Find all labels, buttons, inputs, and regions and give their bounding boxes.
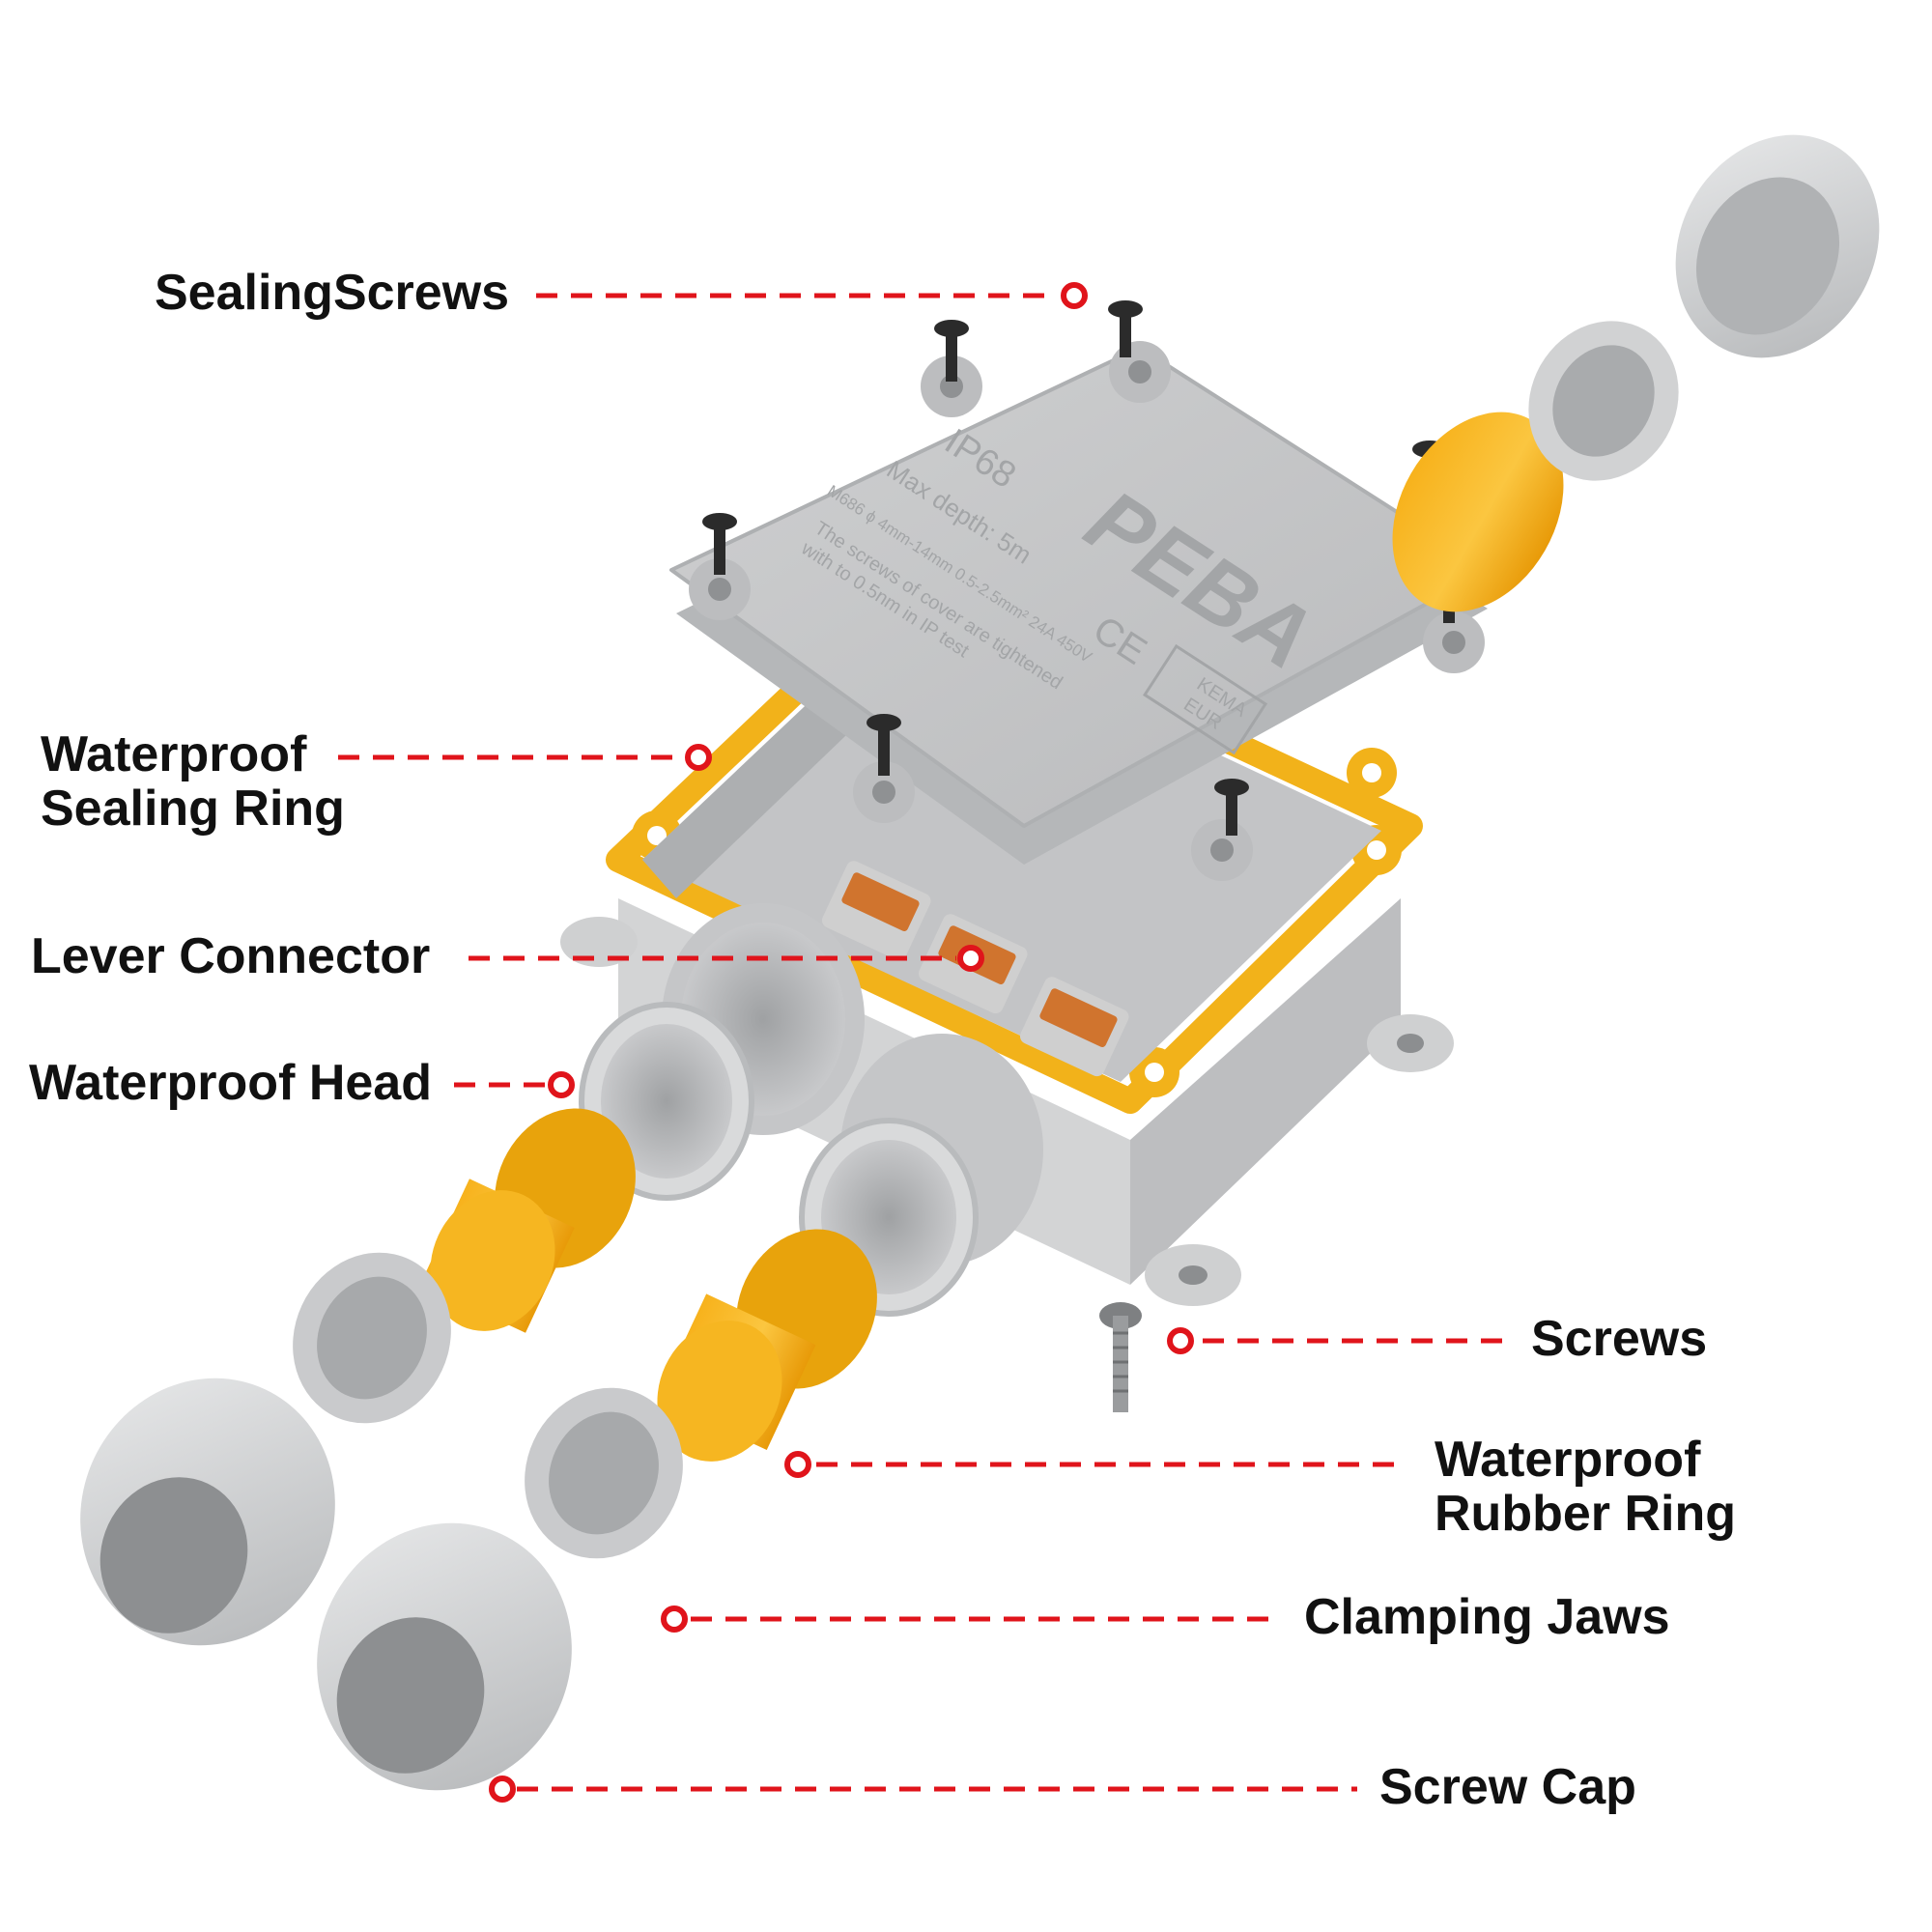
label-screws: Screws — [1531, 1311, 1708, 1367]
label-clamping-jaws: Clamping Jaws — [1304, 1589, 1670, 1645]
lid: PEBA IP68 Max depth: 5m M686 ϕ 4mm-14mm … — [669, 341, 1490, 881]
gland-left — [80, 1108, 636, 1646]
marker-sealing-ring — [685, 744, 712, 771]
marker-clamping-jaws — [661, 1605, 688, 1633]
marker-sealing-screws — [1061, 282, 1088, 309]
marker-screw-cap — [489, 1776, 516, 1803]
gland-top-right — [1392, 134, 1880, 612]
label-sealing-ring: Waterproof Sealing Ring — [41, 726, 345, 837]
marker-rubber-ring — [784, 1451, 811, 1478]
callout-markers — [489, 282, 1194, 1803]
label-sealing-screws: SealingScrews — [155, 265, 510, 321]
label-waterproof-head: Waterproof Head — [29, 1055, 432, 1111]
marker-waterproof-head — [548, 1071, 575, 1098]
callout-leaders — [338, 293, 1507, 1792]
label-lever-connector: Lever Connector — [31, 928, 431, 984]
label-rubber-ring: Waterproof Rubber Ring — [1435, 1432, 1736, 1542]
waterproof-head — [579, 903, 1043, 1317]
label-screw-cap: Screw Cap — [1379, 1759, 1636, 1815]
marker-lever-connector — [957, 945, 984, 972]
mounting-screw — [1099, 1302, 1142, 1412]
gland-lower — [317, 1229, 877, 1791]
marker-screws — [1167, 1327, 1194, 1354]
